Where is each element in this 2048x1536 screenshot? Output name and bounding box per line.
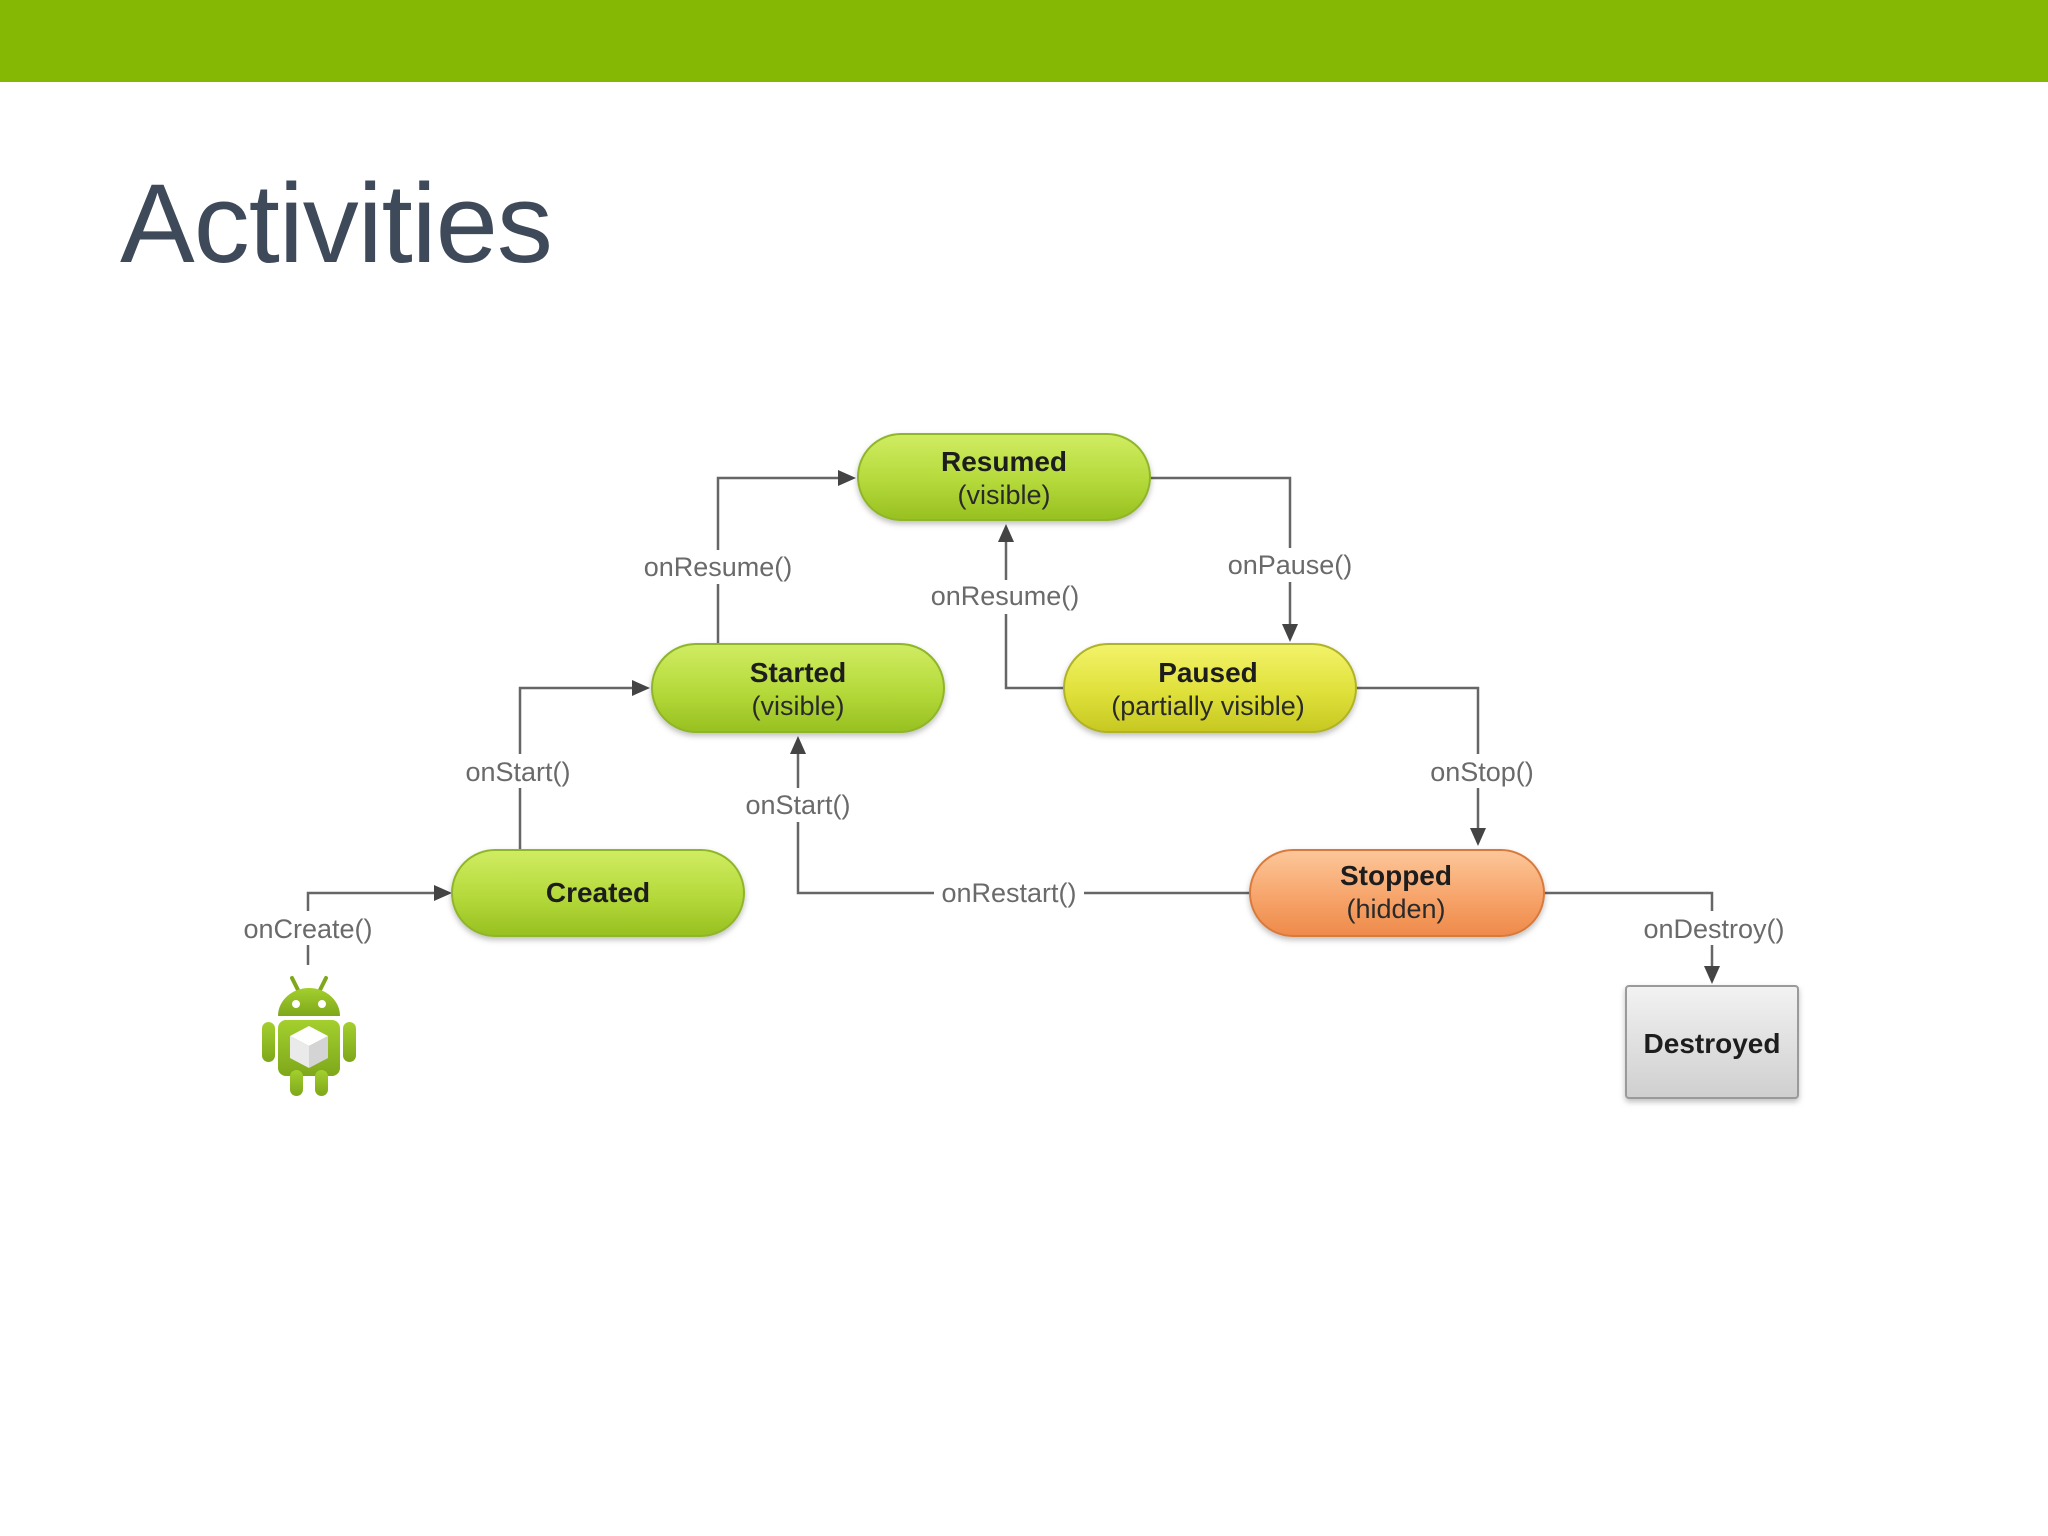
state-stopped: Stopped (hidden) — [1249, 849, 1545, 937]
state-destroyed-name: Destroyed — [1644, 1028, 1781, 1059]
state-started-sub: (visible) — [751, 691, 844, 721]
label-onpause: onPause() — [1228, 550, 1353, 580]
state-destroyed: Destroyed — [1625, 985, 1799, 1099]
edge-onrestart — [790, 736, 1250, 895]
state-started: Started (visible) — [651, 643, 945, 733]
state-started-name: Started — [750, 657, 846, 688]
label-onstop: onStop() — [1430, 757, 1534, 787]
top-accent-bar — [0, 0, 2048, 82]
state-stopped-name: Stopped — [1340, 860, 1452, 891]
label-onrestart: onRestart() — [941, 878, 1076, 908]
state-stopped-sub: (hidden) — [1346, 894, 1445, 924]
state-created-name: Created — [546, 877, 650, 908]
slide-title: Activities — [120, 161, 553, 286]
label-ondestroy: onDestroy() — [1643, 914, 1784, 944]
edge-onresume-started — [716, 470, 856, 645]
state-resumed-name: Resumed — [941, 446, 1067, 477]
android-robot-icon — [262, 976, 356, 1096]
state-created: Created — [451, 849, 745, 937]
label-onstart-created: onStart() — [465, 757, 570, 787]
label-onresume-started: onResume() — [644, 552, 793, 582]
state-resumed-sub: (visible) — [957, 480, 1050, 510]
label-onstart-restart: onStart() — [745, 790, 850, 820]
label-oncreate: onCreate() — [243, 914, 372, 944]
state-paused: Paused (partially visible) — [1063, 643, 1357, 733]
state-paused-sub: (partially visible) — [1111, 691, 1305, 721]
state-paused-name: Paused — [1158, 657, 1258, 688]
edge-onstart-created — [518, 680, 650, 850]
label-onresume-paused: onResume() — [931, 581, 1080, 611]
state-resumed: Resumed (visible) — [857, 433, 1151, 521]
